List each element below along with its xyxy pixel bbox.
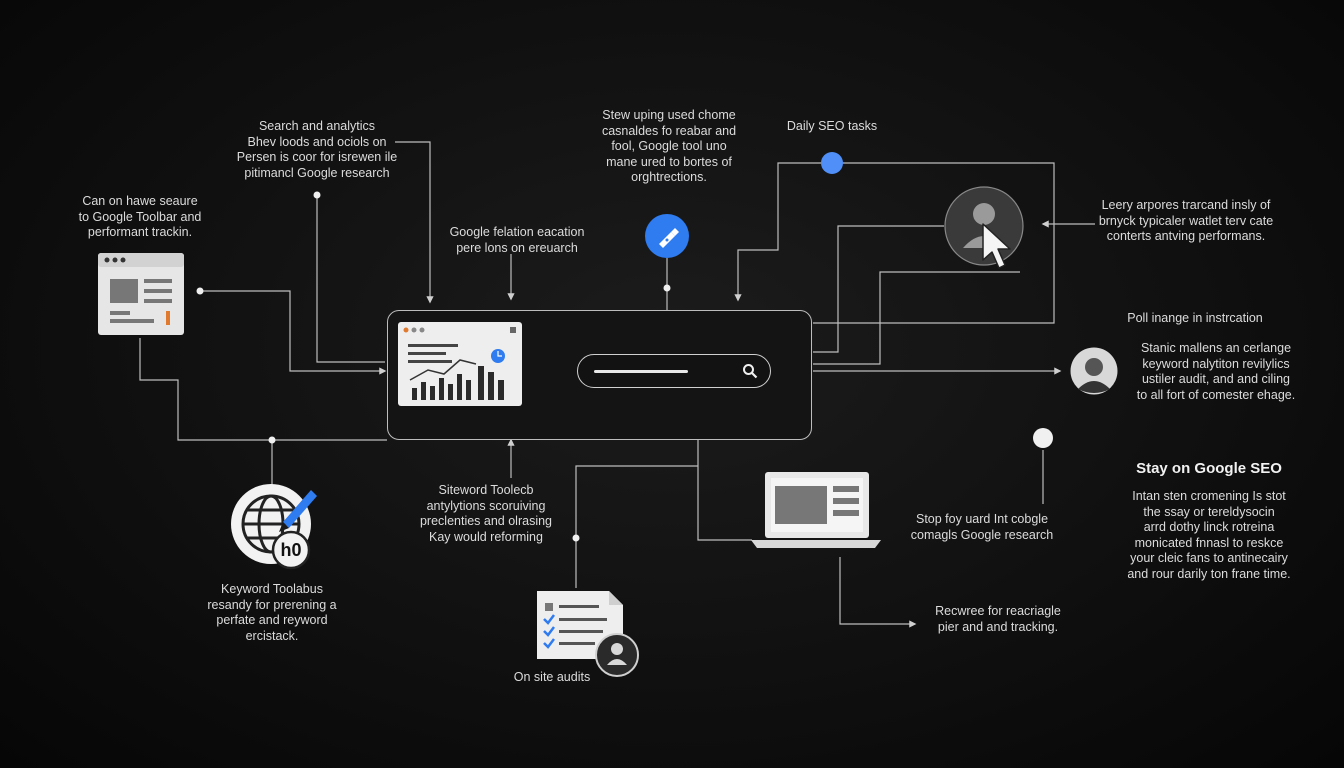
person-avatar <box>1070 347 1118 395</box>
globe-keyword-icon: h0 <box>231 484 317 570</box>
search-bar[interactable] <box>577 354 771 388</box>
daily-seo-dot <box>821 152 843 174</box>
checklist-document-icon <box>537 591 639 677</box>
toolbar-card-label: Can on hawe seaure to Google Toolbar and… <box>78 194 202 239</box>
user-cursor-icon <box>944 186 1024 269</box>
on-site-audits-label: On site audits <box>513 670 591 684</box>
globe-badge-text: h0 <box>280 540 301 560</box>
search-icon[interactable] <box>742 363 758 379</box>
leary-exports-label: Leery arpores trarcand insly of brnyck t… <box>1098 198 1274 243</box>
stay-on-google-seo-title: Stay on Google SEO <box>1136 460 1282 477</box>
analytics-dashboard-icon <box>398 322 522 406</box>
stanic-matters-label: Stanic mallens an cerlange keyword nalyt… <box>1136 341 1296 402</box>
siteword-toolkit-label: Siteword Toolecb antylytions scoruiving … <box>419 483 553 544</box>
recuree-label: Recwree for reacriagle pier and and trac… <box>935 604 1061 634</box>
pen-tool-icon <box>645 214 689 258</box>
laptop-icon <box>751 472 881 548</box>
search-bar-text-line <box>594 370 688 373</box>
stew-using-label: Stew uping used chome casnaldes fo reaba… <box>601 108 737 184</box>
search-analytics-label: Search and analytics Bhev loods and ocio… <box>236 119 398 180</box>
poll-image-label: Poll inange in instrcation <box>1127 311 1263 325</box>
stay-on-google-seo-body: Intan sten cromening Is stot the ssay or… <box>1127 489 1291 581</box>
browser-window-icon <box>98 253 184 335</box>
google-relation-label: Google felation eacation pere lons on er… <box>449 225 585 255</box>
stop-joy-label: Stop foy uard Int cobgle comagls Google … <box>910 512 1054 542</box>
keyword-toolabus-label: Keyword Toolabus resandy for prerening a… <box>207 582 337 643</box>
daily-seo-label: Daily SEO tasks <box>786 119 878 133</box>
